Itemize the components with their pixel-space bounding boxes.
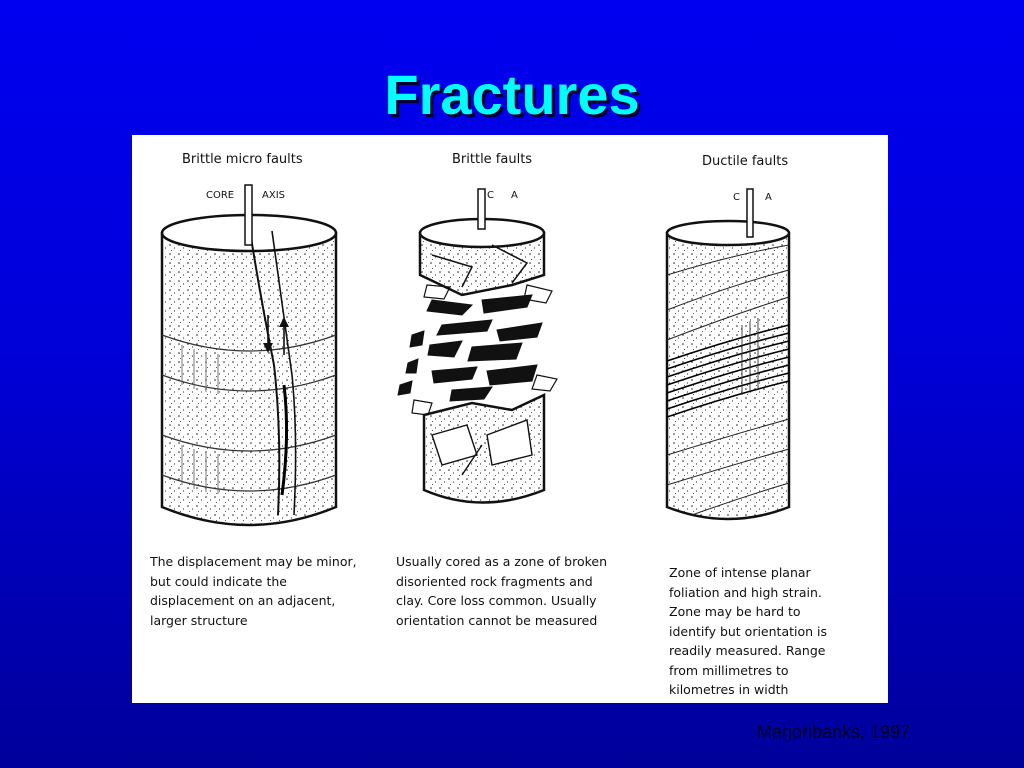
source-citation: Marjoribanks, 1997: [756, 722, 910, 742]
core-ductile-faults: [665, 188, 791, 521]
core-axis-label-right-2: A: [511, 190, 518, 201]
caption-ductile-faults: Zone of intense planar foliation and hig…: [669, 565, 828, 697]
core-brittle-micro-faults: [160, 184, 338, 527]
fracture-diagram: [160, 184, 791, 527]
caption-brittle-micro-faults: The displacement may be minor, but could…: [150, 554, 357, 628]
slide-title: Fractures: [384, 63, 640, 126]
column-title-brittle-micro-faults: Brittle micro faults: [182, 152, 303, 167]
column-title-brittle-faults: Brittle faults: [452, 152, 533, 167]
caption-brittle-faults: Usually cored as a zone of broken disori…: [396, 554, 607, 628]
core-brittle-faults: [397, 188, 558, 504]
core-axis-label-left-3: C: [733, 192, 740, 203]
core-axis-label-left-1: CORE: [206, 190, 235, 201]
column-title-ductile-faults: Ductile faults: [702, 154, 789, 169]
fracture-diagram-panel: Brittle micro faults Brittle faults Duct…: [132, 135, 888, 703]
core-axis-label-right-3: A: [765, 192, 772, 203]
core-axis-label-left-2: C: [487, 190, 494, 201]
core-axis-label-right-1: AXIS: [262, 190, 285, 201]
